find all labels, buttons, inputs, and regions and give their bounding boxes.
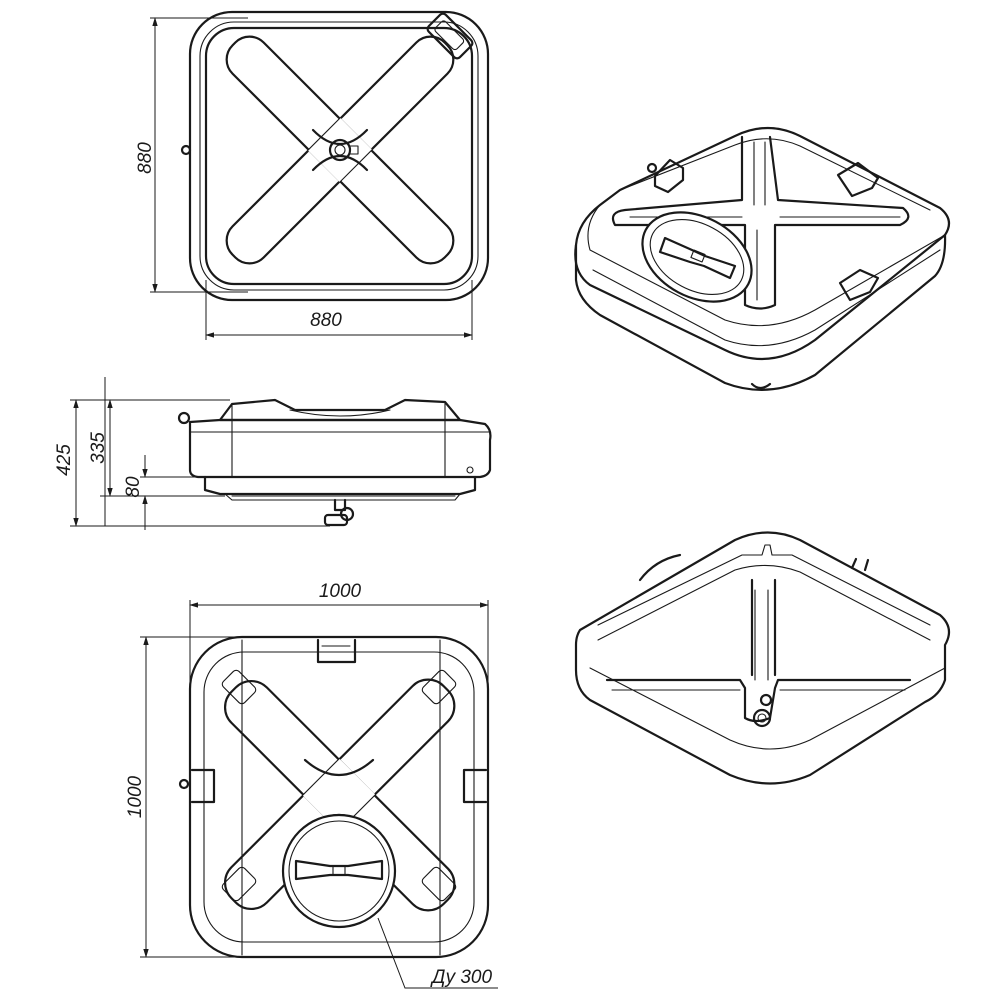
side-view — [177, 398, 492, 527]
dim-text-335: 335 — [88, 432, 109, 464]
top-drain-fitting — [328, 138, 359, 162]
dim-text-425: 425 — [54, 444, 75, 476]
dim-text-80: 80 — [123, 476, 144, 498]
dim-text-1000-width: 1000 — [319, 581, 362, 602]
top-dimension-880-height: 880 — [135, 17, 248, 293]
bottom-dimension-1000-height: 1000 — [125, 636, 240, 958]
top-view — [180, 10, 490, 302]
bottom-view — [178, 635, 490, 959]
dim-text-1000-height: 1000 — [125, 775, 146, 818]
bottom-x-rib — [221, 669, 457, 912]
manhole-label: Ду 300 — [430, 967, 493, 988]
dim-text-880-width: 880 — [310, 310, 342, 331]
side-dimension-335: 335 — [88, 377, 225, 526]
iso-view-bottom — [574, 531, 951, 785]
bottom-dimension-1000-width: 1000 — [189, 581, 489, 700]
top-x-rib — [225, 35, 455, 265]
iso-top-manhole — [641, 211, 753, 303]
top-dimension-880-width: 880 — [205, 280, 473, 340]
iso-view-top — [574, 126, 951, 391]
dim-text-880-height: 880 — [135, 142, 156, 174]
top-corner-nozzle — [426, 12, 474, 60]
side-dimension-425: 425 — [54, 399, 330, 527]
bottom-manhole — [281, 813, 397, 929]
manhole-callout: Ду 300 — [377, 917, 498, 989]
iso-bottom-drain-valve — [752, 693, 773, 728]
side-dimension-80: 80 — [123, 455, 200, 530]
